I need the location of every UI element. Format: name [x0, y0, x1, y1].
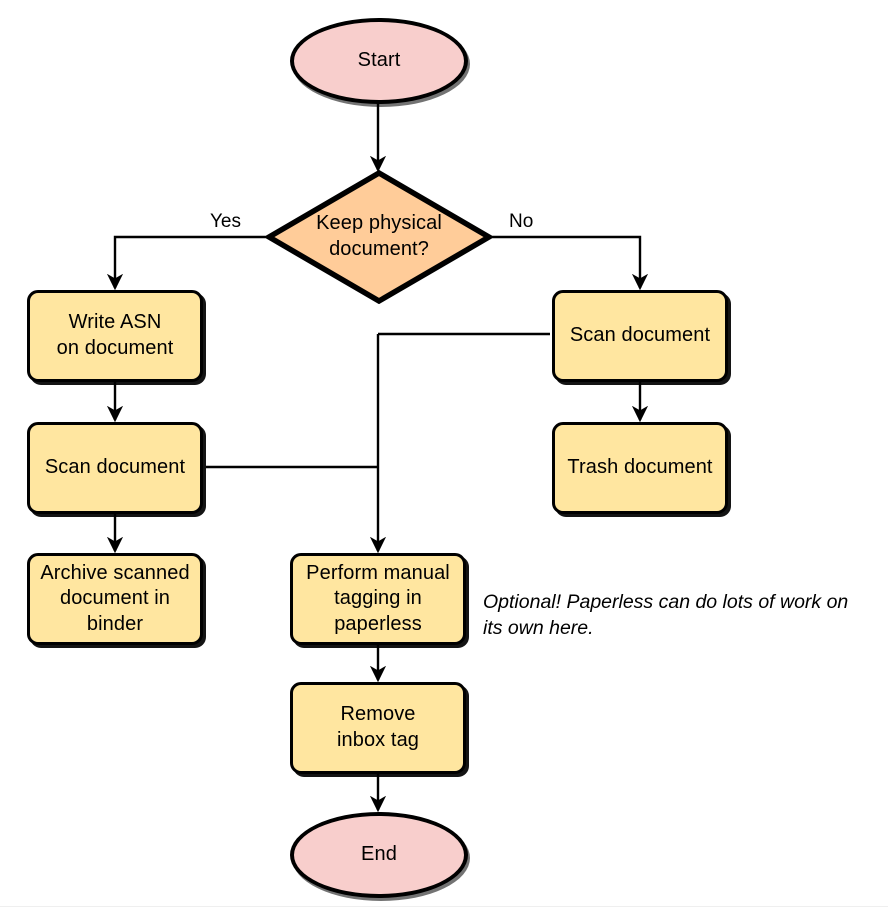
node-scan-document-right[interactable]: Scan document: [552, 290, 728, 382]
node-start[interactable]: Start: [290, 18, 468, 104]
node-trash-document-label: Trash document: [567, 456, 713, 479]
node-end-label: End: [361, 843, 397, 866]
node-start-label: Start: [357, 49, 401, 72]
edge-yes-to-write-asn: [106, 235, 266, 291]
node-remove-inbox-tag[interactable]: Remove inbox tag: [290, 682, 466, 774]
node-keep-physical-document-label: Keep physical document?: [316, 212, 442, 260]
edge-label-yes: Yes: [210, 211, 241, 232]
annotation-optional-paperless: Optional! Paperless can do lots of work …: [483, 591, 849, 639]
node-perform-manual-tagging-in-paperless-label: Perform manual tagging in paperless: [306, 561, 450, 635]
node-scan-document-right-label: Scan document: [569, 324, 711, 347]
node-scan-document-left[interactable]: Scan document: [27, 422, 203, 514]
node-keep-physical-document[interactable]: Keep physical document?: [266, 170, 492, 304]
node-write-asn-on-document[interactable]: Write ASN on document: [27, 290, 203, 382]
node-archive-scanned-document-in-binder-label: Archive scanned document in binder: [40, 561, 190, 635]
edge-label-no: No: [509, 211, 534, 232]
node-archive-scanned-document-in-binder[interactable]: Archive scanned document in binder: [27, 553, 203, 645]
node-trash-document[interactable]: Trash document: [552, 422, 728, 514]
edge-no-to-scan-right: [492, 235, 649, 291]
diamond-shape: [266, 170, 492, 304]
node-scan-document-left-label: Scan document: [44, 456, 186, 479]
node-perform-manual-tagging-in-paperless[interactable]: Perform manual tagging in paperless: [290, 553, 466, 645]
node-write-asn-on-document-label: Write ASN on document: [56, 311, 174, 359]
node-remove-inbox-tag-label: Remove inbox tag: [336, 703, 420, 751]
node-end[interactable]: End: [290, 812, 468, 898]
